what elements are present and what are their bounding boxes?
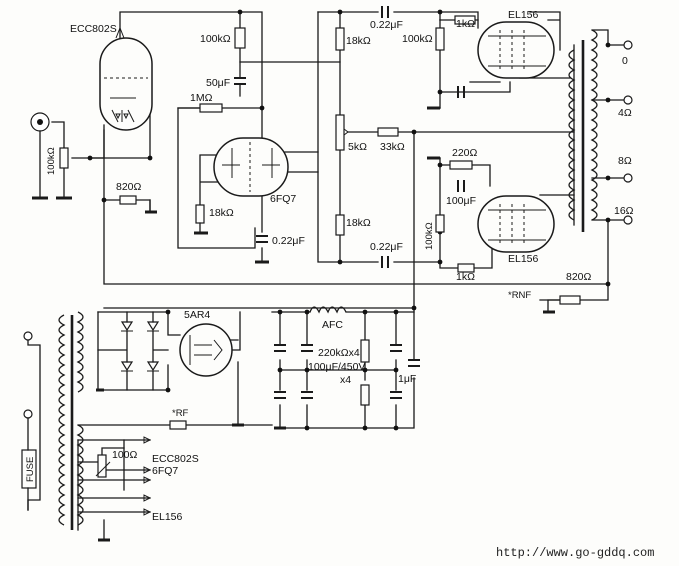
capacitor-100u [457,180,465,192]
label-r-18k-upper: 18kΩ [346,35,371,47]
resistor-18k-lower [335,214,345,236]
label-afc: AFC [322,319,343,331]
resistor-1k-top [454,15,476,25]
resistor-18k-cathode [195,204,205,224]
tube-el156-bottom [477,195,555,253]
label-r-220: 220Ω [452,147,478,159]
capacitor-psu-6 [390,391,402,399]
label-tube-el156-top: EL156 [508,9,539,21]
label-rf: *RF [172,408,189,419]
output-terminal-8 [623,173,633,183]
label-c-100u: 100μF [446,195,476,207]
resistor-820-nf [559,295,581,305]
label-psu-x4: x4 [340,374,351,386]
label-r-100k-grid-top: 100kΩ [402,33,433,45]
resistor-18k-upper [335,27,345,51]
grounds [32,106,555,542]
output-terminal-16 [623,215,633,225]
resistor-rf [169,420,187,430]
label-r-820-input: 820Ω [116,181,142,193]
capacitor-psu-4 [301,391,313,399]
junction-dots [87,9,611,431]
output-terminal-4 [623,95,633,105]
label-c-50u: 50μF [206,77,230,89]
capacitor-psu-2 [274,391,286,399]
power-transformer [21,311,84,530]
capacitor-50u [234,77,246,85]
resistor-psu-1 [360,339,370,363]
tube-6fq7 [213,137,289,197]
label-r-820-nf: 820Ω [566,271,592,283]
capacitor-022-top [381,6,389,18]
resistor-1m [199,103,223,113]
label-ecc802s-top: ECC802S [70,23,117,35]
label-pot-5k: 5kΩ [348,141,367,153]
capacitor-psu-1 [274,344,286,352]
label-r-18k-lower: 18kΩ [346,217,371,229]
resistor-psu-2 [360,384,370,406]
potentiometer-5k [335,114,345,151]
resistor-100k-top [234,27,246,49]
label-r-1m: 1MΩ [190,92,213,104]
label-r-1k-top: 1kΩ [456,18,475,30]
label-r-1k-bottom: 1kΩ [456,271,475,283]
resistor-1k-bottom [457,263,475,273]
mains-terminal-2 [23,409,33,419]
label-r-100k-grid-bottom: 100kΩ [424,222,435,250]
label-out-8: 8Ω [618,155,632,167]
label-rect-5ar4: 5AR4 [184,309,210,321]
fuse-element [21,449,37,489]
capacitor-psu-3 [301,344,313,352]
terminals [23,40,633,511]
label-psu-r: 220kΩx4 [318,347,360,359]
label-r-18k-cathode: 18kΩ [209,207,234,219]
watermark-url: http://www.go-gddq.com [496,546,654,560]
resistor-100k-input [59,147,69,169]
capacitor-1u [408,359,420,367]
label-r-33k: 33kΩ [380,141,405,153]
tube-ecc802s [99,26,153,131]
resistor-33k [377,127,399,137]
label-heater-6fq7: 6FQ7 [152,465,178,477]
label-out-4: 4Ω [618,107,632,119]
mains-terminal-1 [23,331,33,341]
label-tube-el156-bottom: EL156 [508,253,539,265]
label-r-100k-input: 100kΩ [46,147,57,175]
label-out-16: 16Ω [614,205,634,217]
label-heater-ecc: ECC802S [152,453,199,465]
resistor-100k-grid-bottom [435,214,445,233]
label-c-022-left: 0.22μF [272,235,305,247]
choke-afc [309,306,347,314]
heater-arrows [95,436,152,516]
tube-5ar4 [179,323,233,377]
label-heater-r: 100Ω [112,449,138,461]
capacitor-022-left [256,235,268,243]
label-psu-c: 100μF/450V [308,361,365,373]
output-transformer [568,29,598,232]
label-tube-6fq7: 6FQ7 [270,193,296,205]
label-c-022-bottom: 0.22μF [370,241,403,253]
label-c-022-top: 0.22μF [370,19,403,31]
label-rnf: *RNF [508,290,531,301]
tube-el156-top [477,21,555,79]
output-terminal-0 [623,40,633,50]
labels: ECC802S 100kΩ 50μF 1MΩ 100kΩ 820Ω 6FQ7 1… [25,9,654,560]
capacitor-022-bottom [381,256,389,268]
rectifier-diodes [97,311,169,391]
resistor-heater-100 [97,454,107,478]
label-r-100k-top: 100kΩ [200,33,231,45]
capacitors [234,6,465,399]
resistor-820-input [119,195,137,205]
capacitor-top-bypass [457,86,465,98]
label-heater-el156: EL156 [152,511,183,523]
label-c-1u: 1μF [398,373,416,385]
label-fuse: FUSE [25,457,36,482]
label-out-0: 0 [622,55,628,67]
resistor-100k-grid-top [435,27,445,51]
capacitor-psu-5 [390,344,402,352]
resistor-220 [449,160,473,170]
